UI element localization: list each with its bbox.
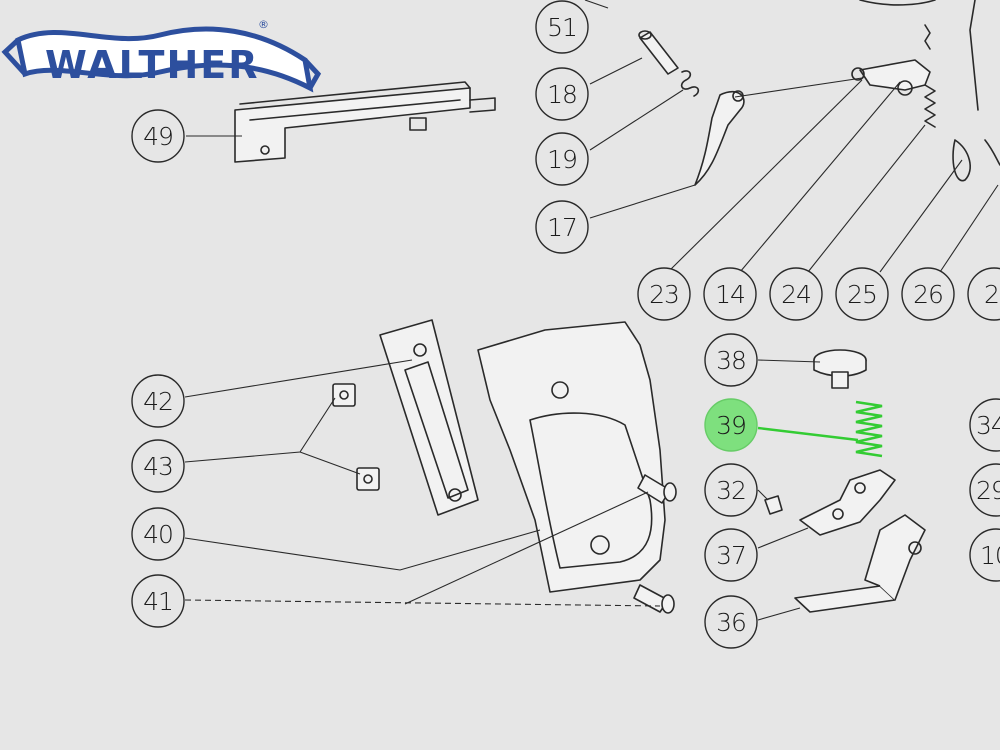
part-41-screw-lower	[633, 584, 675, 614]
callout-34-label: 34	[976, 411, 1000, 440]
callout-17[interactable]: 17	[535, 200, 589, 254]
walther-logo: WALTHER ®	[1, 18, 322, 93]
callout-17-label: 17	[547, 213, 577, 242]
callout-51[interactable]: 51	[535, 0, 589, 54]
callout-43[interactable]: 43	[131, 439, 185, 493]
callout-41-label: 41	[143, 587, 173, 616]
callout-40[interactable]: 40	[131, 507, 185, 561]
callout-14[interactable]: 14	[703, 267, 757, 321]
part-39-spring	[855, 400, 883, 458]
callout-10-label: 10	[980, 541, 1000, 570]
callout-18-label: 18	[547, 80, 577, 109]
leader-lines	[184, 0, 999, 621]
callout-23-label: 23	[649, 280, 679, 309]
part-38-knob	[813, 349, 867, 389]
part-23-lever	[851, 59, 931, 96]
callout-29[interactable]: 29	[969, 463, 1000, 517]
part-26-wire	[984, 139, 1000, 166]
callout-25-label: 25	[847, 280, 877, 309]
callout-24-label: 24	[781, 280, 811, 309]
part-18-pin	[638, 30, 679, 75]
callout-36-label: 36	[716, 608, 746, 637]
part-49-rail	[234, 81, 496, 163]
callout-38-label: 38	[716, 346, 746, 375]
part-41-screw-upper	[637, 474, 677, 504]
callout-19-label: 19	[547, 145, 577, 174]
part-17-trigger	[694, 90, 745, 186]
callout-42-label: 42	[143, 387, 173, 416]
brand-name: WALTHER	[45, 43, 259, 87]
callout-36[interactable]: 36	[704, 595, 758, 649]
part-36-safety	[794, 514, 926, 613]
part-40-grip-panel	[477, 321, 666, 593]
part-43-nut-lower	[356, 467, 380, 491]
callout-39[interactable]: 39	[704, 398, 758, 452]
upper-frame-edges	[859, 0, 979, 111]
callout-23[interactable]: 23	[637, 267, 691, 321]
callout-25[interactable]: 25	[835, 267, 889, 321]
callout-49-label: 49	[143, 122, 173, 151]
part-43-nut-upper	[332, 383, 356, 407]
callout-37-label: 37	[716, 541, 746, 570]
callout-51-label: 51	[547, 13, 577, 42]
callout-40-label: 40	[143, 520, 173, 549]
callout-37[interactable]: 37	[704, 528, 758, 582]
callout-42[interactable]: 42	[131, 374, 185, 428]
callout-14-label: 14	[715, 280, 745, 309]
callout-18[interactable]: 18	[535, 67, 589, 121]
callout-34[interactable]: 34	[969, 398, 1000, 452]
callout-32-label: 32	[716, 476, 746, 505]
callout-24[interactable]: 24	[769, 267, 823, 321]
callout-38[interactable]: 38	[704, 333, 758, 387]
registered-mark: ®	[258, 18, 269, 31]
part-32-pin	[764, 495, 783, 515]
callout-10[interactable]: 10	[969, 528, 1000, 582]
callout-26[interactable]: 26	[901, 267, 955, 321]
callout-27-label: 2	[984, 280, 999, 309]
part-19-spring	[680, 70, 700, 97]
callout-27[interactable]: 2	[967, 267, 1000, 321]
callout-19[interactable]: 19	[535, 132, 589, 186]
part-42-plate	[379, 319, 479, 516]
callout-32[interactable]: 32	[704, 463, 758, 517]
callout-49[interactable]: 49	[131, 109, 185, 163]
callout-26-label: 26	[913, 280, 943, 309]
part-25-clip	[952, 139, 971, 182]
part-24-spring	[924, 24, 936, 128]
callout-41[interactable]: 41	[131, 574, 185, 628]
callouts: 51 18 19 17 49 23 14 24 25 26 2 38 39 34…	[131, 0, 1000, 649]
callout-43-label: 43	[143, 452, 173, 481]
callout-29-label: 29	[976, 476, 1000, 505]
callout-39-label: 39	[716, 411, 746, 440]
part-37-lever	[799, 469, 896, 536]
